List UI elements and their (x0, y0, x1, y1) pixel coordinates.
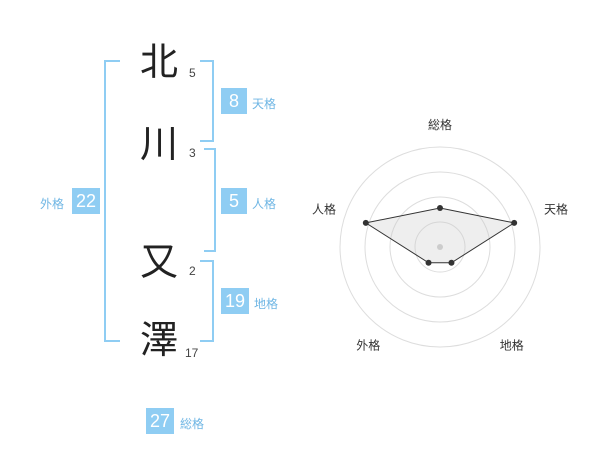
radar-axis-label-1: 天格 (544, 201, 568, 216)
jinkaku-label: 人格 (252, 197, 277, 211)
stroke-count-3: 2 (189, 264, 196, 278)
jinkaku-value: 5 (221, 188, 247, 214)
radar-axis-label-0: 総格 (428, 117, 452, 132)
tenkaku-value: 8 (221, 88, 247, 114)
name-char-1: 北 (140, 40, 179, 84)
radar-point-2 (448, 259, 455, 266)
tenkaku-label: 天格 (252, 97, 277, 111)
soukaku-label: 総格 (180, 417, 205, 431)
radar-point-3 (425, 259, 432, 266)
radar-axis-label-3: 外格 (356, 338, 380, 353)
tenkaku-bracket (200, 60, 214, 142)
gaikaku-value: 22 (72, 188, 100, 214)
soukaku-value: 27 (146, 408, 174, 434)
stroke-count-1: 5 (189, 66, 196, 80)
name-char-2: 川 (140, 122, 179, 166)
radar-point-4 (362, 219, 369, 226)
name-char-3: 又 (140, 240, 179, 284)
radar-axis-label-4: 人格 (312, 201, 336, 216)
radar-ring-1 (414, 221, 466, 273)
radar-axis-label-2: 地格 (500, 338, 524, 353)
chikaku-label: 地格 (254, 297, 279, 311)
gaikaku-label: 外格 (40, 197, 65, 211)
radar-ring-4 (339, 146, 541, 348)
radar-point-0 (437, 205, 443, 211)
chikaku-value: 19 (221, 288, 249, 314)
radar-point-1 (511, 219, 518, 226)
radar-rings (339, 146, 541, 348)
jinkaku-bracket (204, 148, 216, 252)
chikaku-bracket (200, 260, 214, 342)
radar-ring-3 (364, 171, 516, 323)
radar-ring-2 (389, 196, 491, 298)
name-char-4: 澤 (140, 318, 179, 362)
radar-center-dot (437, 244, 443, 250)
stroke-count-4: 17 (185, 346, 199, 360)
radar-polygon (364, 207, 516, 264)
gaikaku-bracket (104, 60, 120, 342)
stroke-count-2: 3 (189, 146, 196, 160)
